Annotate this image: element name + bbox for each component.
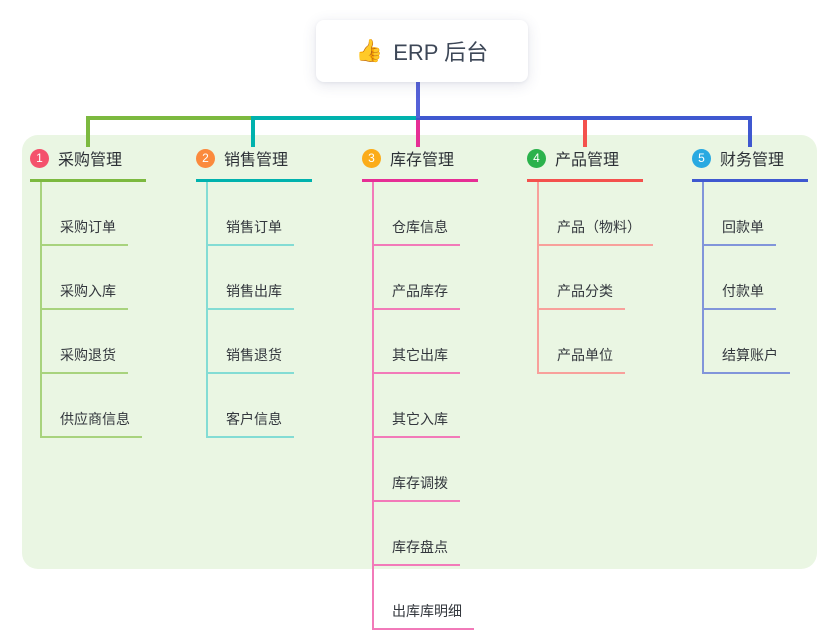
branch-number-badge: 2 <box>196 148 215 168</box>
branch-header-purchase[interactable]: 1 采购管理 <box>30 146 146 182</box>
branch-number-badge: 4 <box>527 148 546 168</box>
branch-inventory: 3 库存管理 仓库信息 产品库存 其它出库 其它入库 库存调拨 库存盘点 出库库… <box>362 146 478 630</box>
tree-node[interactable]: 库存盘点 <box>374 502 460 566</box>
branch-purchase: 1 采购管理 采购订单 采购入库 采购退货 供应商信息 <box>30 146 146 438</box>
tree-node[interactable]: 采购入库 <box>42 246 128 310</box>
connector-drop-purchase <box>86 116 90 147</box>
root-title: ERP 后台 <box>393 40 489 65</box>
branch-title: 财务管理 <box>720 152 785 169</box>
connector-root-line <box>416 82 420 118</box>
connector-bus-teal <box>251 116 416 120</box>
branch-children: 销售订单 销售出库 销售退货 客户信息 <box>206 182 294 438</box>
tree-node[interactable]: 产品库存 <box>374 246 460 310</box>
tree-node[interactable]: 销售退货 <box>208 310 294 374</box>
tree-node[interactable]: 销售订单 <box>208 182 294 246</box>
tree-node[interactable]: 其它入库 <box>374 374 460 438</box>
branch-sales: 2 销售管理 销售订单 销售出库 销售退货 客户信息 <box>196 146 312 438</box>
branch-header-inventory[interactable]: 3 库存管理 <box>362 146 478 182</box>
tree-node[interactable]: 产品分类 <box>539 246 625 310</box>
tree-node[interactable]: 产品（物料） <box>539 182 653 246</box>
branch-title: 销售管理 <box>224 152 289 169</box>
connector-bus-blue <box>416 116 752 120</box>
connector-drop-inventory <box>416 116 420 147</box>
branch-product: 4 产品管理 产品（物料） 产品分类 产品单位 <box>527 146 653 374</box>
tree-node[interactable]: 采购订单 <box>42 182 128 246</box>
connector-bus-green <box>86 116 251 120</box>
branch-header-product[interactable]: 4 产品管理 <box>527 146 643 182</box>
branch-children: 回款单 付款单 结算账户 <box>702 182 790 374</box>
connector-drop-finance <box>748 116 752 147</box>
branch-title: 采购管理 <box>58 152 123 169</box>
canvas-panel <box>22 135 817 569</box>
branch-number-badge: 5 <box>692 148 711 168</box>
tree-node[interactable]: 产品单位 <box>539 310 625 374</box>
branch-header-sales[interactable]: 2 销售管理 <box>196 146 312 182</box>
branch-children: 仓库信息 产品库存 其它出库 其它入库 库存调拨 库存盘点 出库库明细 <box>372 182 474 630</box>
tree-node[interactable]: 库存调拨 <box>374 438 460 502</box>
tree-node[interactable]: 付款单 <box>704 246 776 310</box>
branch-header-finance[interactable]: 5 财务管理 <box>692 146 808 182</box>
tree-node[interactable]: 回款单 <box>704 182 776 246</box>
connector-drop-product <box>583 116 587 147</box>
root-node[interactable]: 👍 ERP 后台 <box>316 20 528 82</box>
tree-node[interactable]: 客户信息 <box>208 374 294 438</box>
tree-node[interactable]: 采购退货 <box>42 310 128 374</box>
branch-children: 产品（物料） 产品分类 产品单位 <box>537 182 653 374</box>
connector-drop-sales <box>251 116 255 147</box>
branch-number-badge: 1 <box>30 148 49 168</box>
branch-number-badge: 3 <box>362 148 381 168</box>
tree-node[interactable]: 销售出库 <box>208 246 294 310</box>
branch-finance: 5 财务管理 回款单 付款单 结算账户 <box>692 146 808 374</box>
tree-node[interactable]: 其它出库 <box>374 310 460 374</box>
tree-node[interactable]: 供应商信息 <box>42 374 142 438</box>
branch-title: 产品管理 <box>555 152 620 169</box>
tree-node[interactable]: 结算账户 <box>704 310 790 374</box>
tree-node[interactable]: 出库库明细 <box>374 566 474 630</box>
branch-title: 库存管理 <box>390 152 455 169</box>
thumbs-up-icon: 👍 <box>355 38 384 63</box>
branch-children: 采购订单 采购入库 采购退货 供应商信息 <box>40 182 142 438</box>
tree-node[interactable]: 仓库信息 <box>374 182 460 246</box>
